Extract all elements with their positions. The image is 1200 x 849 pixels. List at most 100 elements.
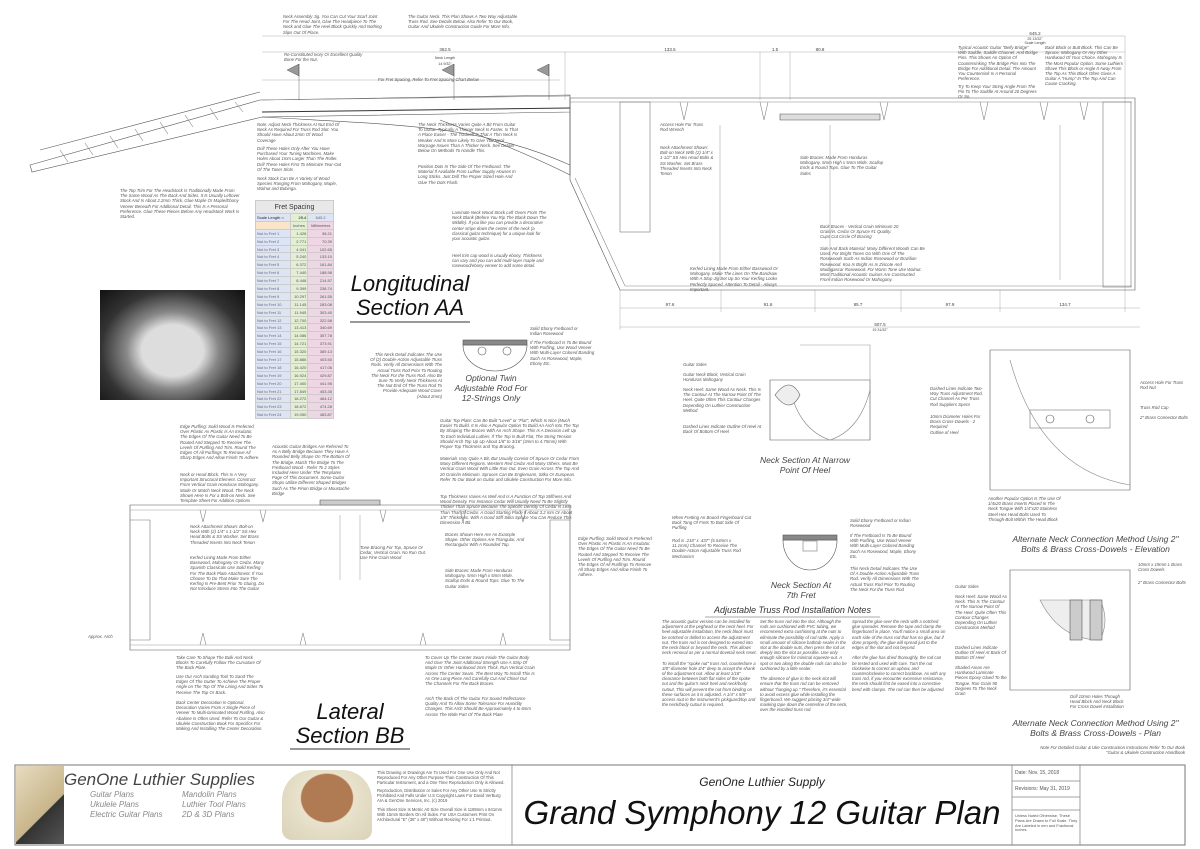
twin-rod-section bbox=[462, 339, 528, 372]
col-inches: Inches bbox=[289, 220, 309, 230]
header-blank bbox=[255, 220, 291, 230]
fret-inches: 17.849 bbox=[289, 386, 309, 396]
neck-section-7th-fret bbox=[782, 534, 838, 571]
logo-company: GenOne Luthier Supplies bbox=[64, 770, 255, 789]
note-truss-top: The Guitar Neck. This Plan Shows A Two W… bbox=[408, 14, 518, 30]
note-back-center: Back Center Decoration Is Optional. Deco… bbox=[176, 700, 265, 732]
fret-mm: 453.35 bbox=[307, 386, 334, 396]
note-guitar-sides: Guitar Sides bbox=[683, 362, 707, 367]
note-bulk-shape: Take Care To Shape The Bulk And Neck Blo… bbox=[176, 655, 261, 671]
note-side-braces: Side Braces: Made From Honduras Mahogany… bbox=[800, 155, 884, 176]
note-string-angle: Try To Keep Your String Angle From The P… bbox=[958, 84, 1037, 100]
note-approx-arch: Approx. Arch bbox=[88, 634, 113, 639]
fret-mm: 102.65 bbox=[307, 244, 334, 254]
product-3d: 2D & 3D Plans bbox=[182, 810, 235, 819]
fret-inches: 9.399 bbox=[289, 284, 309, 293]
fret-inches: 16.420 bbox=[289, 362, 309, 372]
dimension-lines bbox=[262, 35, 1140, 330]
fret-label: Nut to Fret 9 bbox=[255, 291, 291, 301]
note-truss-cap: Truss Rod Cap bbox=[1140, 405, 1169, 410]
note-purfling-fb: If The Fretboard Is To Be Bound With Pur… bbox=[530, 340, 595, 366]
alt-neck-plan bbox=[1009, 569, 1131, 691]
company-name: GenOne Luthier Supply bbox=[699, 775, 825, 789]
note-edge-purfling: Edge Purfling: Solid Wood Is Preferred O… bbox=[180, 424, 260, 461]
note-cross-dowels-plan: 2" Brass Connector Bolts bbox=[1138, 580, 1186, 585]
note-guitar-sides-plan: Guitar Sides bbox=[955, 584, 979, 589]
note-shaded: Shaded Areas Are Hardwood Laminate Piece… bbox=[955, 665, 1007, 697]
fret-inches: 7.440 bbox=[289, 268, 309, 278]
fret-label: Nut to Fret 16 bbox=[255, 347, 291, 357]
dim-neck-in: 14 9/32" bbox=[438, 62, 452, 66]
fret-mm: 161.84 bbox=[307, 260, 334, 270]
dim-d3: 80.8 bbox=[815, 47, 825, 52]
guitar-body-photo bbox=[100, 290, 245, 400]
fret-inches: 15.886 bbox=[289, 355, 309, 364]
fret-inches: 17.400 bbox=[289, 378, 309, 388]
plan-title: Grand Symphony 12 Guitar Plan bbox=[523, 794, 1001, 831]
note-heel-contour: Neck Heel: Same Wood As Neck. This Is Th… bbox=[683, 387, 761, 413]
note-neck-stock: Neck Stock Can Be A Variety of Wood Spec… bbox=[257, 176, 337, 192]
dim-b5: 134.7 bbox=[1059, 302, 1071, 307]
fret-label: Nut to Fret 2 bbox=[255, 236, 291, 246]
fret-label: Nut to Fret 21 bbox=[255, 386, 291, 396]
fret-label: Nut to Fret 7 bbox=[255, 276, 291, 286]
note-outline-heel: Outline of Heel bbox=[930, 430, 959, 435]
fret-mm: 261.55 bbox=[307, 291, 334, 301]
fret-inches: 8.448 bbox=[289, 276, 309, 286]
fret-mm: 238.74 bbox=[307, 284, 334, 293]
fret-marker-flags bbox=[286, 63, 550, 100]
fret-mm: 322.58 bbox=[307, 315, 334, 325]
fret-label: Nut to Fret 12 bbox=[255, 315, 291, 325]
note-dashed-two: Dashed Lines Indicate Two-Way Truss Adju… bbox=[930, 386, 983, 407]
dim-scale: 645.2 bbox=[1029, 31, 1041, 36]
fret-label: Nut to Fret 1 bbox=[255, 228, 291, 238]
dim-b3: 85.7 bbox=[853, 302, 863, 307]
col-mm: Millimeters bbox=[307, 220, 334, 230]
dim-total-in: 19 31/32" bbox=[872, 328, 888, 332]
note-heel-cap: Heel trim cap wood is usually ebony. Thi… bbox=[452, 253, 544, 269]
fret-label: Nut to Fret 17 bbox=[255, 355, 291, 364]
fret-label: Nut to Fret 10 bbox=[255, 299, 291, 309]
note-rod-channel: Rod is .218" x .437" (5.54mm x 11.1mm) C… bbox=[672, 538, 741, 559]
fret-mm: 417.06 bbox=[307, 362, 334, 372]
scale-note: Unless Noted Otherwise, These Plans Are … bbox=[1015, 813, 1078, 833]
note-braces-shown: Braces Shown Here Are An Example Shape. … bbox=[445, 532, 525, 548]
title-alt-plan: Alternate Neck Connection Method Using 2… bbox=[1012, 718, 1179, 738]
note-bridge: Typical Acoustic Guitar "Belly Bridge" W… bbox=[958, 45, 1038, 82]
note-heel-mahog: Guitar Neck Block, Vertical Grain Hondur… bbox=[683, 372, 746, 383]
note-drill-holes: Drill 10mm Holes Through Head Block And … bbox=[1070, 694, 1124, 710]
dim-b2: 91.6 bbox=[763, 302, 773, 307]
fret-label: Nut to Fret 22 bbox=[255, 394, 291, 404]
fret-mm: 214.57 bbox=[307, 276, 334, 286]
fret-label: Nut to Fret 23 bbox=[255, 402, 291, 412]
note-jig: Neck Assembly Jig. You Can Cut Your Scar… bbox=[283, 14, 382, 35]
fret-mm: 340.69 bbox=[307, 323, 334, 333]
legal-notes: This Drawing or Drawings Are To Used For… bbox=[377, 770, 507, 822]
note-kerfing: Kerfed Lining Made From Either Basswood … bbox=[690, 266, 778, 292]
fret-mm: 303.40 bbox=[307, 307, 334, 317]
fret-inches: 18.272 bbox=[289, 394, 309, 404]
note-cross-dowels: 2" Brass Connector Bolts bbox=[1140, 415, 1188, 420]
note-back-sides: Side And Back Material: Many Different W… bbox=[820, 246, 925, 283]
fret-label: Nut to Fret 5 bbox=[255, 260, 291, 270]
note-top-plate: Guitar Top Plate: Can Be Built "Level" o… bbox=[440, 418, 579, 450]
fret-label: Nut to Fret 8 bbox=[255, 284, 291, 293]
note-top-thickness: Top Thickness Varies As Well And Is A Fu… bbox=[440, 494, 573, 526]
fret-label: Nut to Fret 11 bbox=[255, 307, 291, 317]
neck-longitudinal bbox=[29, 91, 571, 176]
dim-d2: 1.5 bbox=[771, 47, 779, 52]
fret-label: Nut to Fret 13 bbox=[255, 323, 291, 333]
fret-mm: 403.50 bbox=[307, 355, 334, 364]
fret-label: Nut to Fret 6 bbox=[255, 268, 291, 278]
note-brass-dowels: 10mm x 19mm L Brass Cross Dowels bbox=[1138, 562, 1183, 573]
legal-2: Reproduction, Distribution or Sales For … bbox=[377, 788, 501, 804]
